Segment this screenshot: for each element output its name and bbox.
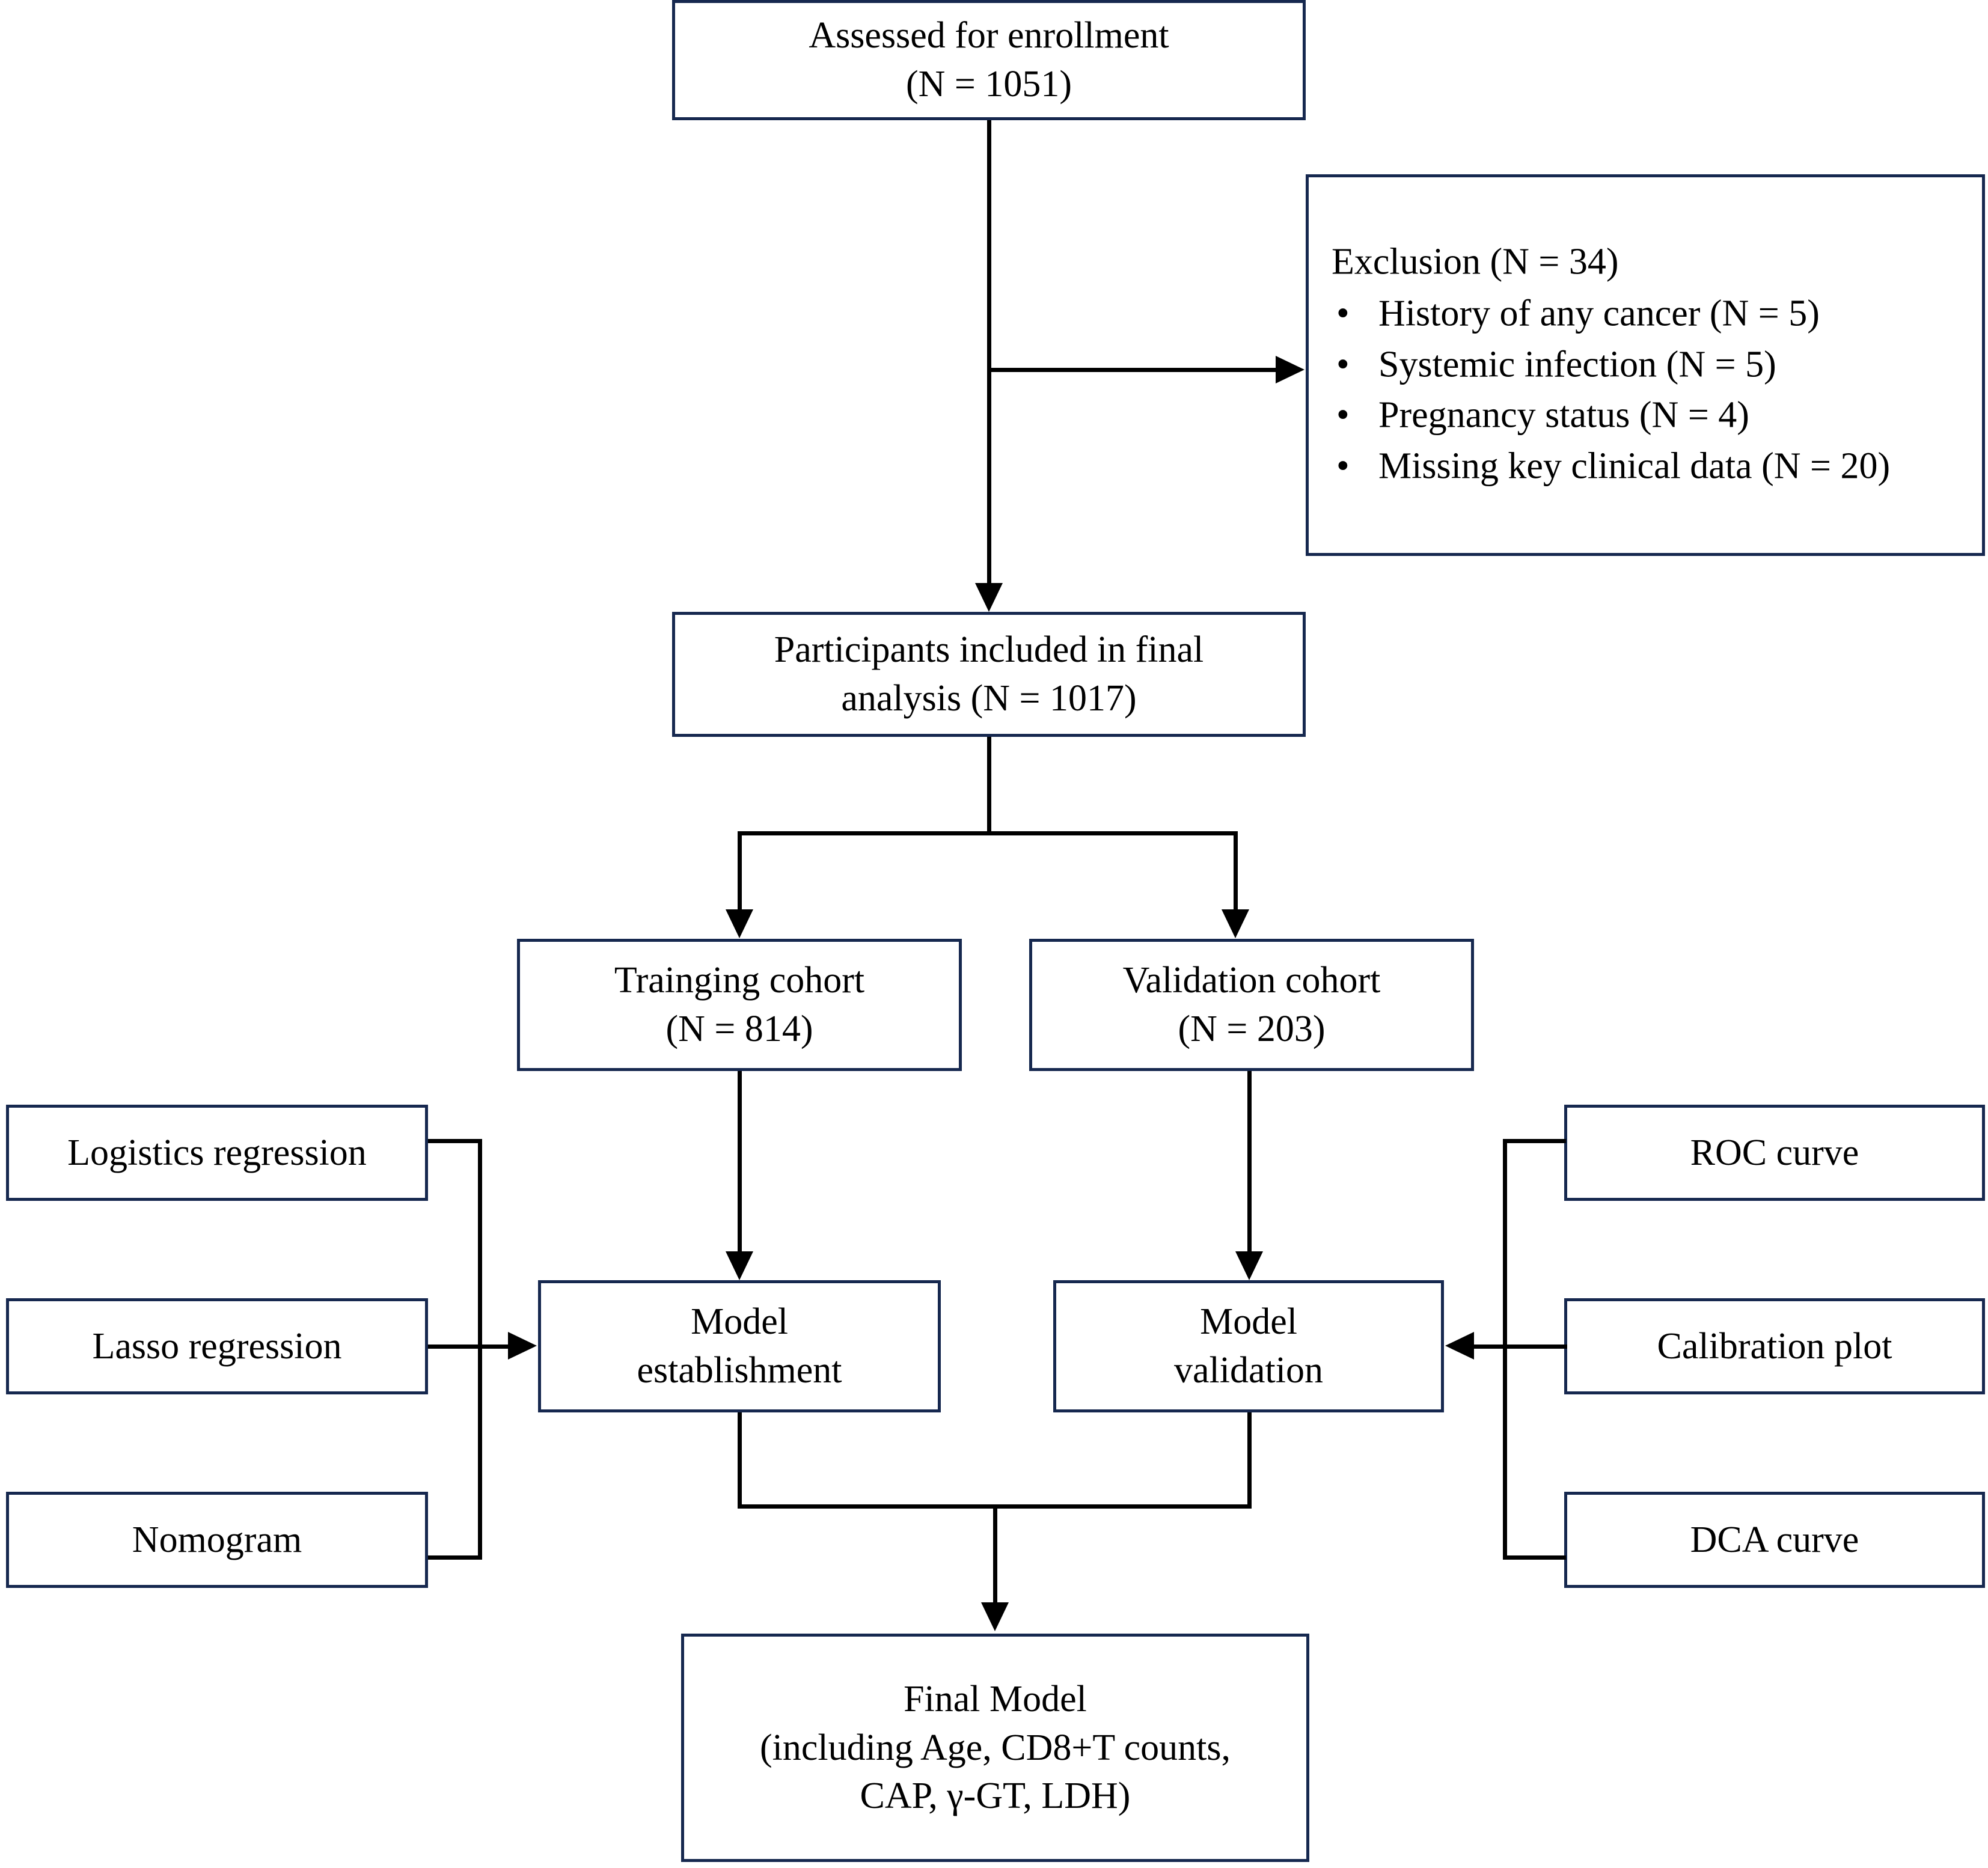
- connector-trunk-to-exclusion: [989, 368, 1277, 372]
- node-model-validation-line1: Model: [1200, 1301, 1297, 1343]
- node-training-text: Trainging cohort (N = 814): [528, 956, 950, 1053]
- node-validation-cohort: Validation cohort (N = 203): [1029, 939, 1474, 1071]
- connector-assessed-to-included: [987, 120, 991, 584]
- node-nomogram-label: Nomogram: [132, 1519, 302, 1560]
- node-assessed-line2: (N = 1051): [905, 64, 1072, 105]
- arrow-split-to-training: [726, 909, 753, 938]
- node-model-validation-line2: validation: [1174, 1350, 1323, 1391]
- node-final-model: Final Model (including Age, CD8+T counts…: [681, 1634, 1309, 1862]
- node-final-model-line2: (including Age, CD8+T counts,: [760, 1727, 1231, 1768]
- exclusion-content: Exclusion (N = 34) • History of any cance…: [1332, 237, 1975, 493]
- connector-calibration-to-model-validation: [1474, 1345, 1567, 1349]
- node-calibration-plot: Calibration plot: [1564, 1298, 1985, 1394]
- node-dca-label: DCA curve: [1690, 1519, 1859, 1560]
- node-included-line2: analysis (N = 1017): [841, 678, 1137, 719]
- bullet-icon: •: [1336, 293, 1350, 334]
- node-training-line1: Trainging cohort: [614, 960, 865, 1001]
- connector-training-to-model-establishment: [738, 1071, 742, 1253]
- connector-dca-stub: [1503, 1555, 1566, 1560]
- bullet-icon: •: [1336, 445, 1350, 487]
- node-validation-line2: (N = 203): [1178, 1009, 1326, 1049]
- node-logistics-label: Logistics regression: [67, 1132, 367, 1173]
- node-model-establishment-line2: establishment: [637, 1350, 842, 1391]
- node-nomogram: Nomogram: [6, 1492, 428, 1588]
- connector-model-validation-down: [1247, 1412, 1252, 1509]
- exclusion-list-item: • Missing key clinical data (N = 20): [1332, 442, 1975, 490]
- node-final-model-text: Final Model (including Age, CD8+T counts…: [693, 1675, 1298, 1821]
- bullet-icon: •: [1336, 344, 1350, 385]
- connector-split-to-training: [738, 831, 742, 911]
- node-model-establishment: Model establishment: [538, 1280, 941, 1412]
- node-model-validation-text: Model validation: [1065, 1298, 1433, 1394]
- arrow-validation-to-model-validation: [1235, 1251, 1263, 1280]
- arrow-training-to-model-establishment: [726, 1251, 753, 1280]
- node-validation-line1: Validation cohort: [1122, 960, 1381, 1001]
- connector-right-bracket-spine: [1503, 1139, 1507, 1560]
- node-model-establishment-text: Model establishment: [549, 1298, 929, 1394]
- connector-left-bracket-spine: [478, 1139, 482, 1560]
- exclusion-list-item: • Pregnancy status (N = 4): [1332, 391, 1975, 440]
- node-assessed-for-enrollment: Assessed for enrollment (N = 1051): [672, 0, 1306, 120]
- node-dca-curve: DCA curve: [1564, 1492, 1985, 1588]
- arrow-assessed-to-included: [975, 583, 1003, 612]
- node-assessed-line1: Assessed for enrollment: [809, 15, 1169, 56]
- exclusion-item-text: Missing key clinical data (N = 20): [1378, 445, 1891, 487]
- connector-split-bar: [738, 831, 1238, 835]
- connector-model-establishment-down: [738, 1412, 742, 1509]
- node-training-cohort: Trainging cohort (N = 814): [517, 939, 962, 1071]
- node-training-line2: (N = 814): [665, 1009, 813, 1049]
- exclusion-heading: Exclusion (N = 34): [1332, 241, 1619, 282]
- connector-lasso-to-model-establishment: [428, 1345, 511, 1349]
- arrow-merge-to-final-model: [981, 1602, 1009, 1631]
- connector-split-to-validation: [1234, 831, 1238, 911]
- node-assessed-text: Assessed for enrollment (N = 1051): [684, 11, 1294, 108]
- node-final-model-line1: Final Model: [904, 1679, 1087, 1720]
- exclusion-list-item: • History of any cancer (N = 5): [1332, 290, 1975, 338]
- arrow-left-bracket-to-model-establishment: [508, 1332, 537, 1360]
- node-model-establishment-line1: Model: [691, 1301, 788, 1343]
- exclusion-item-text: Pregnancy status (N = 4): [1378, 394, 1749, 436]
- arrow-trunk-to-exclusion: [1276, 356, 1304, 383]
- node-exclusion: Exclusion (N = 34) • History of any cance…: [1306, 174, 1985, 556]
- node-lasso-label: Lasso regression: [92, 1325, 342, 1367]
- connector-included-to-split: [987, 737, 991, 833]
- node-participants-included: Participants included in final analysis …: [672, 612, 1306, 737]
- exclusion-item-text: Systemic infection (N = 5): [1378, 344, 1776, 385]
- exclusion-item-text: History of any cancer (N = 5): [1378, 293, 1820, 334]
- node-included-line1: Participants included in final: [774, 629, 1204, 671]
- connector-roc-stub: [1503, 1139, 1566, 1143]
- node-roc-label: ROC curve: [1690, 1132, 1859, 1173]
- connector-logistics-stub: [428, 1139, 482, 1143]
- arrow-split-to-validation: [1222, 909, 1249, 938]
- bullet-icon: •: [1336, 394, 1350, 436]
- connector-validation-to-model-validation: [1247, 1071, 1252, 1253]
- exclusion-list: • History of any cancer (N = 5) • Systemic…: [1332, 290, 1975, 490]
- node-included-text: Participants included in final analysis …: [684, 626, 1294, 722]
- node-final-model-line3: CAP, γ-GT, LDH): [860, 1775, 1131, 1817]
- connector-nomogram-stub: [428, 1555, 482, 1560]
- exclusion-list-item: • Systemic infection (N = 5): [1332, 340, 1975, 389]
- node-validation-text: Validation cohort (N = 203): [1041, 956, 1463, 1053]
- node-logistics-regression: Logistics regression: [6, 1105, 428, 1201]
- node-lasso-regression: Lasso regression: [6, 1298, 428, 1394]
- node-roc-curve: ROC curve: [1564, 1105, 1985, 1201]
- connector-merge-to-final-model: [993, 1504, 997, 1604]
- node-calibration-label: Calibration plot: [1657, 1325, 1892, 1367]
- node-model-validation: Model validation: [1053, 1280, 1444, 1412]
- arrow-right-bracket-to-model-validation: [1445, 1332, 1474, 1360]
